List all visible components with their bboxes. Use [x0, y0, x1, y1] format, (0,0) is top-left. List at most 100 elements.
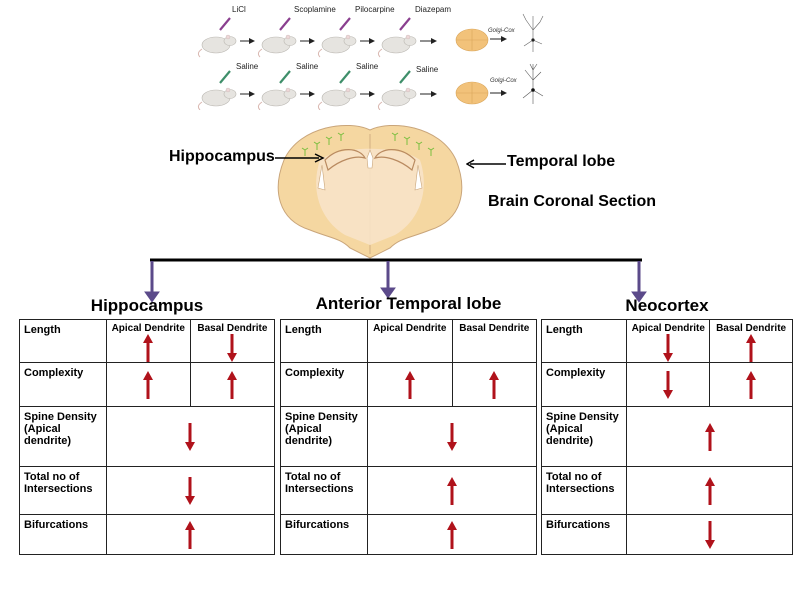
rat-icon: [197, 87, 237, 110]
row-label-bifurcations: Bifurcations: [540, 514, 628, 555]
arrow-up-icon: [746, 334, 757, 362]
neuron-icon: [522, 63, 544, 104]
brain-icon: [455, 81, 489, 105]
arrow-down-icon: [663, 370, 674, 399]
rat-icon: [257, 34, 297, 58]
rat-icon: [377, 87, 417, 110]
injection-label: Saline: [356, 62, 379, 71]
region-title-hippocampus: Hippocampus: [90, 296, 204, 315]
injection-label: Scoplamine: [294, 5, 336, 14]
region-title-anterior-temporal-lobe: Anterior Temporal lobe: [315, 294, 502, 313]
row-label-length: Length: [279, 319, 369, 363]
value-cell-bifurcations: [626, 514, 793, 555]
stain-label: Golgi-Cox: [490, 78, 517, 84]
arrow-up-icon: [447, 520, 458, 549]
table-row: Bifurcations: [540, 514, 793, 555]
injection-label: Saline: [296, 62, 319, 71]
temporal-lobe-pointer-arrow: [466, 159, 506, 169]
arrow-down-icon: [185, 422, 196, 451]
table-row: Total no of Intersections: [540, 466, 793, 515]
column-header-basal-dendrite: Basal Dendrite: [197, 323, 268, 334]
row-label-bifurcations: Bifurcations: [279, 514, 369, 555]
value-cell-spine-density: [105, 406, 276, 467]
rat-icon: [377, 34, 417, 58]
value-cell-length-apical: Apical Dendrite: [626, 319, 711, 363]
arrow-up-icon: [746, 370, 757, 399]
treatment-row: [197, 13, 544, 58]
arrow-up-icon: [704, 422, 715, 451]
table-row: Total no of Intersections: [19, 466, 276, 515]
row-label-bifurcations: Bifurcations: [19, 514, 107, 555]
arrow-up-icon: [185, 520, 196, 549]
rat-icon: [317, 87, 357, 110]
neuron-icon: [522, 13, 544, 52]
injection-label: Saline: [236, 62, 259, 71]
row-label-length: Length: [540, 319, 628, 363]
region-title-neocortex: Neocortex: [625, 296, 709, 315]
row-label-spine-density: Spine Density (Apical dendrite): [19, 406, 107, 467]
neuron-markers: [301, 132, 435, 156]
stain-label: Golgi-Cox: [488, 28, 515, 34]
arrow-up-icon: [489, 370, 500, 399]
row-label-complexity: Complexity: [279, 362, 369, 407]
row-label-complexity: Complexity: [19, 362, 107, 407]
column-header-apical-dendrite: Apical Dendrite: [631, 323, 705, 334]
arrow-down-icon: [663, 334, 674, 362]
value-cell-spine-density: [367, 406, 537, 467]
rat-icon: [257, 87, 297, 110]
injection-label: Pilocarpine: [355, 5, 395, 14]
row-label-intersections: Total no of Intersections: [540, 466, 628, 515]
control-row: [197, 63, 544, 110]
temporal-lobe-label: Temporal lobe: [507, 153, 616, 170]
syringe-icon: [219, 70, 411, 84]
value-cell-bifurcations: [367, 514, 537, 555]
value-cell-complexity-basal: [451, 362, 537, 407]
table-row: Complexity: [19, 362, 276, 407]
connector-bracket: [144, 258, 647, 303]
arrow-up-icon: [143, 334, 154, 362]
section-title: Brain Coronal Section: [488, 193, 657, 210]
value-cell-intersections: [105, 466, 276, 515]
arrow-up-icon: [447, 476, 458, 505]
arrow-up-icon: [227, 370, 238, 399]
table-row: Spine Density (Apical dendrite): [540, 406, 793, 467]
column-header-apical-dendrite: Apical Dendrite: [111, 323, 185, 334]
arrow-up-icon: [404, 370, 415, 399]
injection-label: Diazepam: [415, 5, 452, 14]
table-row: Total no of Intersections: [279, 466, 537, 515]
value-cell-complexity-apical: [367, 362, 453, 407]
table-row: Length Apical Dendrite Basal Dendrite: [279, 319, 537, 363]
table-row: Complexity: [279, 362, 537, 407]
arrow-down-icon: [227, 334, 238, 362]
brain-coronal-section: [277, 124, 463, 259]
rat-icon: [197, 34, 237, 58]
value-cell-complexity-basal: [709, 362, 793, 407]
value-cell-length-basal: Basal Dendrite: [451, 319, 537, 363]
rat-icon: [317, 34, 357, 58]
column-header-apical-dendrite: Apical Dendrite: [373, 323, 447, 334]
hippocampus-label: Hippocampus: [169, 148, 275, 165]
arrow-up-icon: [704, 476, 715, 505]
value-cell-complexity-apical: [626, 362, 711, 407]
arrow-up-icon: [143, 370, 154, 399]
column-header-basal-dendrite: Basal Dendrite: [459, 323, 530, 334]
row-label-length: Length: [19, 319, 107, 363]
injection-label: Saline: [416, 65, 439, 74]
arrow-down-icon: [704, 520, 715, 549]
hippocampus-pointer-arrow: [275, 153, 325, 163]
row-label-intersections: Total no of Intersections: [19, 466, 107, 515]
experimental-protocol: [197, 13, 544, 110]
column-header-basal-dendrite: Basal Dendrite: [716, 323, 787, 334]
value-cell-complexity-apical: [105, 362, 191, 407]
table-row: Length Apical Dendrite Basal Dendrite: [19, 319, 276, 363]
value-cell-bifurcations: [105, 514, 276, 555]
row-label-intersections: Total no of Intersections: [279, 466, 369, 515]
row-label-spine-density: Spine Density (Apical dendrite): [279, 406, 369, 467]
arrow-down-icon: [185, 476, 196, 505]
table-row: Complexity: [540, 362, 793, 407]
value-cell-intersections: [626, 466, 793, 515]
arrow-down-icon: [447, 422, 458, 451]
